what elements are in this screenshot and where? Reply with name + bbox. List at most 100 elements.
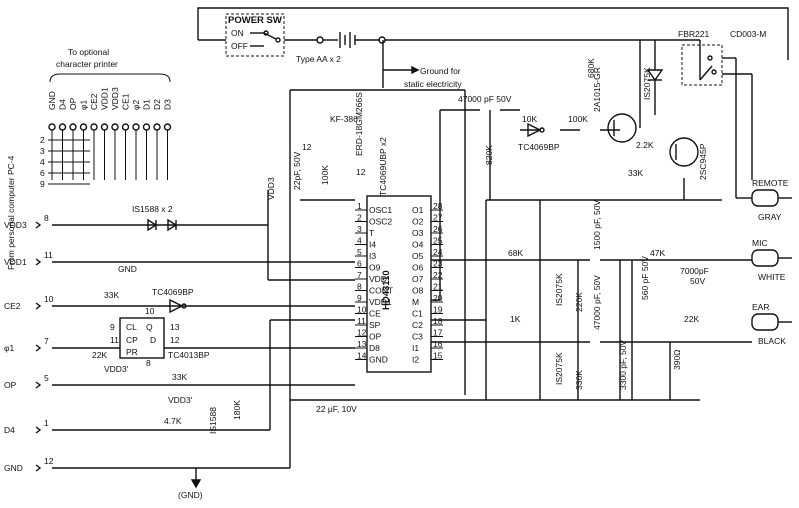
chip-pin-number: 19 bbox=[433, 305, 443, 315]
connector-pin-num: 12 bbox=[44, 456, 54, 466]
label-r-2-2k: 2.2K bbox=[636, 140, 654, 150]
printer-pin-label: VDD1 bbox=[100, 87, 110, 110]
chip-pin-number: 15 bbox=[433, 351, 443, 361]
label-r-4-7k: 4.7K bbox=[164, 416, 182, 426]
label-inv-tc4069bp: TC4069BP bbox=[518, 142, 560, 152]
printer-pin-label: CE1 bbox=[121, 93, 131, 110]
chip-pin-label: O3 bbox=[412, 228, 424, 238]
label-c-7000: 7000pF bbox=[680, 266, 709, 276]
label-vdd3p-a: VDD3' bbox=[104, 364, 129, 374]
label-gnd-bottom: (GND) bbox=[178, 490, 203, 500]
battery: Type AA x 2 bbox=[296, 32, 386, 64]
ff-pin9: 9 bbox=[110, 322, 115, 332]
printer-pin-terminal bbox=[79, 123, 88, 131]
label-cap-22uf: 22 μF, 10V bbox=[316, 404, 357, 414]
printer-pin-label: φ2 bbox=[131, 99, 141, 110]
chip-pin-number: 2 bbox=[357, 213, 362, 223]
chip-pin-label: O8 bbox=[412, 286, 424, 296]
chip-pin-number: 17 bbox=[433, 328, 443, 338]
connector-arrow bbox=[35, 302, 42, 310]
chip-pin-label: I2 bbox=[412, 355, 419, 365]
label-r-12v: 12 bbox=[356, 167, 366, 177]
left-pin-num: 2 bbox=[40, 135, 45, 145]
label-r-680k: 680K bbox=[586, 58, 596, 78]
power-sw-on: ON bbox=[231, 28, 244, 38]
label-cap-47000: 47000 pF 50V bbox=[458, 94, 512, 104]
ff-d: D bbox=[150, 335, 156, 345]
printer-caption-1: To optional bbox=[68, 47, 109, 57]
label-r-22k: 22K bbox=[92, 350, 107, 360]
chip-pin-label: C2 bbox=[412, 320, 423, 330]
label-ic-tc4069ubp: TC4069UBP x2 bbox=[378, 137, 388, 196]
label-tr-2sc945p: 2SC945P bbox=[698, 143, 708, 180]
printer-pin-terminal bbox=[121, 123, 130, 131]
left-pin-num: 9 bbox=[40, 179, 45, 189]
label-r-100k-v: 100K bbox=[320, 165, 330, 185]
label-r-12: 12 bbox=[302, 142, 312, 152]
chip-pin-label: I4 bbox=[369, 240, 376, 250]
chip-pin-number: 23 bbox=[433, 259, 443, 269]
ff-cl: CL bbox=[126, 322, 137, 332]
chip-pin-number: 3 bbox=[357, 224, 362, 234]
ff-pr: PR bbox=[126, 347, 138, 357]
chip-pin-label: CE bbox=[369, 309, 381, 319]
transistor-2a1015 bbox=[607, 113, 637, 143]
chip-pin-number: 16 bbox=[433, 339, 443, 349]
printer-pin-terminal bbox=[153, 123, 161, 131]
left-pin-num: 6 bbox=[40, 168, 45, 178]
pc4-label: From personal computer PC-4 bbox=[6, 155, 16, 270]
ff-pin11: 11 bbox=[110, 335, 119, 345]
label-r-22k-b: 22K bbox=[684, 314, 699, 324]
printer-pin-terminal bbox=[132, 123, 140, 131]
chip-pin-number: 27 bbox=[433, 213, 443, 223]
tc4013-flipflop: CL CP D PR Q 9 10 11 12 8 13 TC4013BP bbox=[110, 306, 210, 368]
chip-pin-number: 21 bbox=[433, 282, 443, 292]
connector-pin-name: OP bbox=[4, 380, 17, 390]
printer-pin-label: CE2 bbox=[89, 93, 99, 110]
connector-pin-name: D4 bbox=[4, 425, 15, 435]
connector-pin-num: 10 bbox=[44, 294, 54, 304]
label-r-330k: 330K bbox=[574, 370, 584, 390]
connector-arrow bbox=[35, 381, 42, 389]
label-vdd3-top: VDD3 bbox=[266, 177, 276, 200]
jack-name: REMOTE bbox=[752, 178, 789, 188]
chip-pin-label: T bbox=[369, 228, 374, 238]
chip-pin-label: C1 bbox=[412, 309, 423, 319]
ground-static-2: static electricity bbox=[404, 79, 462, 89]
chip-pin-number: 13 bbox=[357, 339, 367, 349]
jack-name: MIC bbox=[752, 238, 768, 248]
transistor-2sc945p bbox=[669, 137, 699, 167]
chip-pin-label: OSC1 bbox=[369, 205, 392, 215]
label-r-10k: 10K bbox=[522, 114, 537, 124]
left-pin-num: 3 bbox=[40, 146, 45, 156]
label-r-33k-c: 33K bbox=[172, 372, 187, 382]
label-tr-2a1015: 2A1015-GR bbox=[592, 67, 602, 112]
connector-pin-name: GND bbox=[4, 463, 23, 473]
ff-pin10: 10 bbox=[145, 306, 155, 316]
label-r-1k: 1K bbox=[510, 314, 521, 324]
printer-pin-terminal bbox=[48, 123, 56, 131]
chip-pin-label: O7 bbox=[412, 274, 424, 284]
label-c-47000b: 47000 pF, 50V bbox=[592, 275, 602, 330]
jack-color: WHITE bbox=[758, 272, 786, 282]
chip-pin-number: 1 bbox=[357, 201, 362, 211]
label-gnd-top: GND bbox=[118, 264, 137, 274]
printer-pin-terminal bbox=[111, 123, 119, 131]
printer-pin-label: D4 bbox=[58, 99, 68, 110]
chip-pin-number: 25 bbox=[433, 236, 443, 246]
inverter-tc4069bp-a bbox=[527, 122, 545, 138]
diode-pair-is1588 bbox=[147, 218, 178, 232]
label-d-is1588: IS1588 bbox=[208, 407, 218, 434]
printer-pin-terminal bbox=[69, 123, 77, 131]
chip-pin-number: 8 bbox=[357, 282, 362, 292]
chip-pin-number: 20 bbox=[433, 293, 443, 303]
label-c-22pf: 22pF, 50V bbox=[292, 151, 302, 190]
label-xtal: KF-386 bbox=[330, 114, 358, 124]
printer-pin-label: GND bbox=[47, 91, 57, 110]
label-c-560: 560 pF 50V bbox=[640, 256, 650, 300]
printer-caption-2: character printer bbox=[56, 59, 118, 69]
